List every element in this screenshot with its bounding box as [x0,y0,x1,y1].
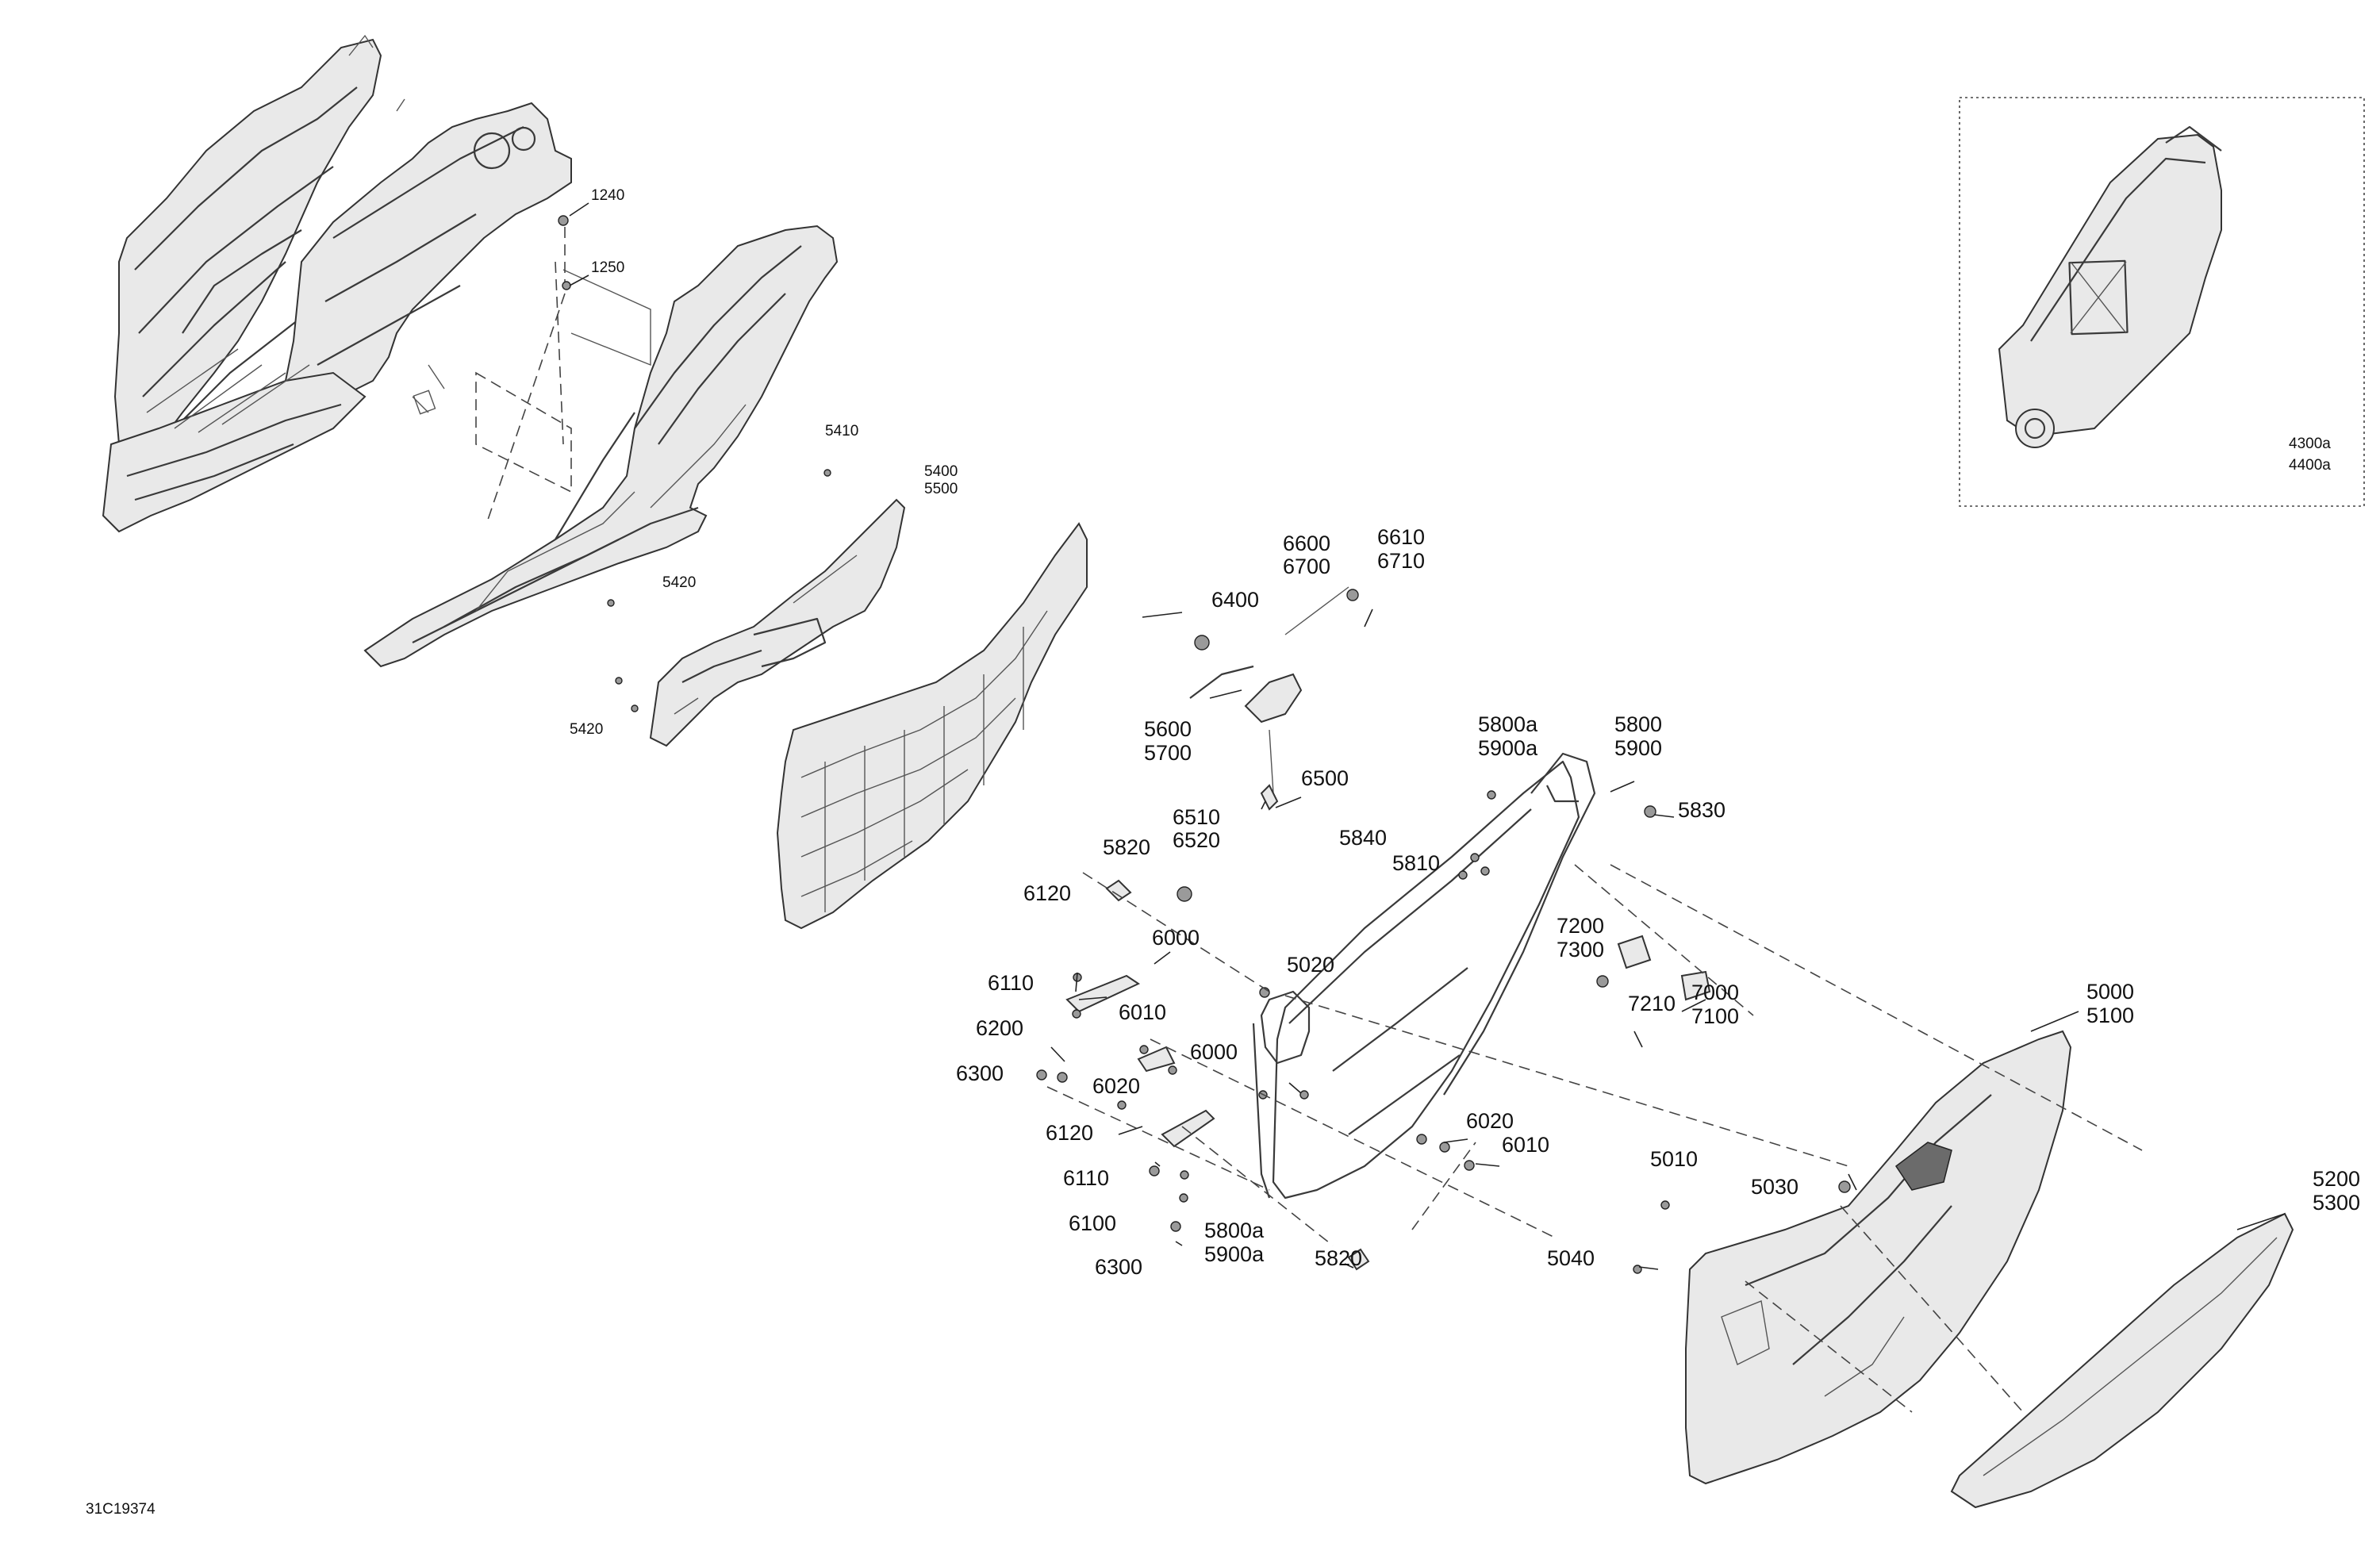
callout-7210: 7210 [1628,992,1676,1015]
callout-7200: 7200 [1557,914,1604,938]
assembly-lines [487,227,2143,1413]
callout-6400: 6400 [1211,588,1259,612]
callout-5010: 5010 [1650,1147,1698,1171]
door-hinge-drawing [1065,879,1711,1271]
side-panel-frame-drawing [363,225,839,668]
callout-5100: 5100 [2086,1004,2134,1027]
callout-1250: 1250 [591,259,624,276]
inner-trim-bracket-drawing [649,498,906,747]
callout-5800: 5800 [1614,712,1662,736]
callout-5800a-lower: 5800a [1204,1219,1265,1242]
door-latch-handle-drawing [1189,586,1359,811]
door-inner-panel-drawing [776,522,1088,930]
callout-5900: 5900 [1614,736,1662,760]
callout-6120-upper: 6120 [1023,881,1071,905]
callout-5040: 5040 [1547,1246,1595,1270]
callout-6110-lower: 6110 [1063,1166,1109,1190]
callout-6000-upper: 6000 [1152,926,1200,950]
callout-7300: 7300 [1557,938,1604,961]
callout-6520: 6520 [1173,828,1220,852]
callout-4400a: 4400a [2289,457,2331,474]
callout-5420-lower: 5420 [570,721,603,738]
callout-6000-lower: 6000 [1190,1040,1238,1064]
callout-6100: 6100 [1069,1211,1116,1235]
fasteners-drawing [558,215,1851,1274]
callout-5800a-upper: 5800a [1478,712,1538,736]
callout-5000: 5000 [2086,980,2134,1004]
callout-6010-right: 6010 [1502,1133,1549,1157]
leader-lines [569,202,2286,1270]
callout-6200: 6200 [976,1016,1023,1040]
callout-5810: 5810 [1392,851,1440,875]
callout-5900a-upper: 5900a [1478,736,1538,760]
callout-4300a: 4300a [2289,436,2331,452]
roll-cage-section-drawing [102,34,572,533]
callout-6710: 6710 [1377,549,1425,573]
callout-5500: 5500 [924,481,958,497]
callout-5830: 5830 [1678,798,1726,822]
callout-6110-upper: 6110 [988,971,1034,995]
callout-5900a-lower: 5900a [1204,1242,1265,1266]
door-outer-panel-drawing [1685,1030,2072,1485]
callout-6700: 6700 [1283,555,1330,578]
strap-detail-inset [1959,97,2365,507]
callout-5600: 5600 [1144,717,1192,741]
callout-6010-left: 6010 [1119,1000,1166,1024]
callout-5700: 5700 [1144,741,1192,765]
callout-5030: 5030 [1751,1175,1798,1199]
callout-5020: 5020 [1287,953,1334,977]
callout-labels: 1240 1250 5410 5400 5500 5420 5420 6600 … [86,187,2360,1518]
net-cable-drawing [475,261,651,493]
callout-7100: 7100 [1691,1004,1739,1028]
callout-5820-lower: 5820 [1315,1246,1362,1270]
callout-5820-upper: 5820 [1103,835,1150,859]
callout-5300: 5300 [2313,1191,2360,1215]
drawing-number: 31C19374 [86,1501,155,1518]
door-outer-skin-drawing [1950,1212,2294,1509]
callout-6020-right: 6020 [1466,1109,1514,1133]
callout-5200: 5200 [2313,1167,2360,1191]
callout-6500: 6500 [1301,766,1349,790]
door-frame-drawing [1252,752,1596,1199]
callout-6300-upper: 6300 [956,1061,1004,1085]
callout-5410: 5410 [825,423,858,439]
callout-6510: 6510 [1173,805,1220,829]
callout-6600: 6600 [1283,532,1330,555]
callout-6300-lower: 6300 [1095,1255,1142,1279]
callout-7000: 7000 [1691,981,1739,1004]
callout-5420-upper: 5420 [662,574,696,591]
callout-1240: 1240 [591,187,624,204]
callout-5840: 5840 [1339,826,1387,850]
callout-6610: 6610 [1377,525,1425,549]
callout-5400: 5400 [924,463,958,480]
callout-6120-lower: 6120 [1046,1121,1093,1145]
callout-6020-left: 6020 [1092,1074,1140,1098]
